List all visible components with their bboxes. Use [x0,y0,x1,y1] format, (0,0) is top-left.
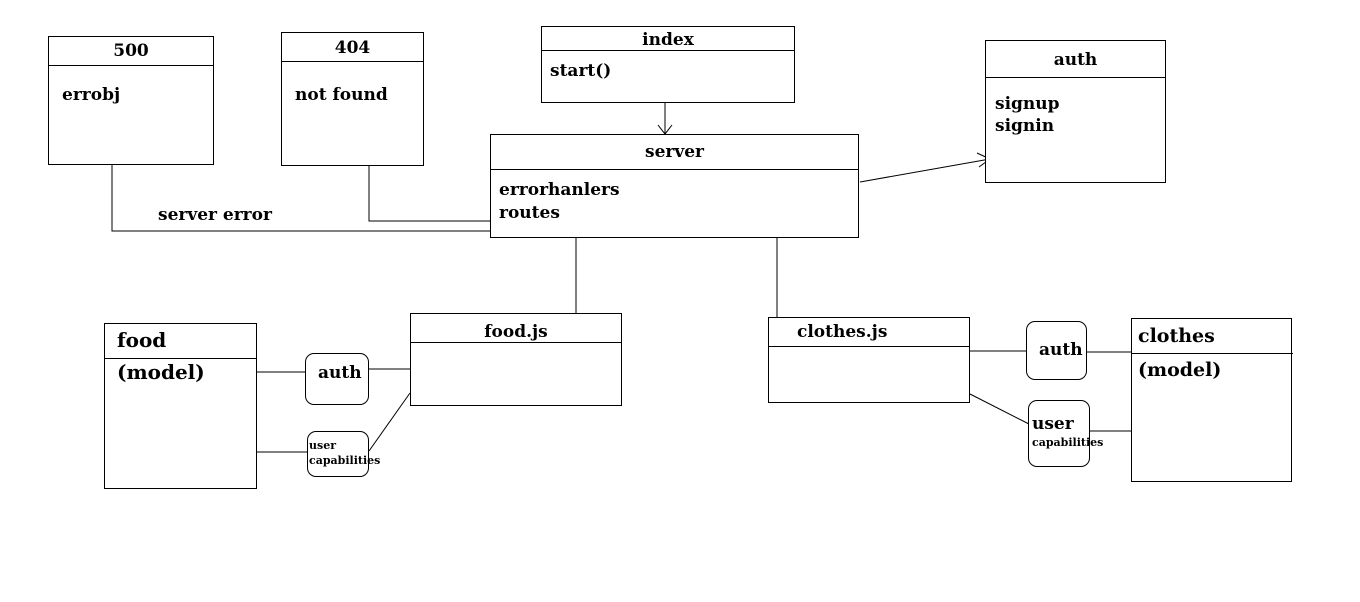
box-server-body-routes: routes [499,203,560,223]
box-auth-body-signin: signin [995,116,1055,136]
box-food-js: food.js [410,313,622,406]
box-auth-body-signup: signup [995,94,1060,114]
box-404-title: 404 [282,33,423,62]
node-food-auth-label: auth [318,363,362,383]
box-auth: auth signup signin [985,40,1166,183]
box-500: 500 errobj [48,36,214,165]
node-clothes-user-label: user [1032,414,1074,434]
box-food-js-title: food.js [411,314,621,343]
node-food-capabilities-label: capabilities [309,454,381,467]
edge-clothesjs-user [969,393,1030,425]
box-food-model-title: food (model) [105,324,256,384]
node-food-user-capabilities: user capabilities [307,431,380,477]
box-clothes-js-title: clothes.js [769,318,969,347]
node-clothes-capabilities-label: capabilities [1032,436,1104,449]
edge-user-foodjs [368,392,411,452]
box-404: 404 not found [281,32,424,166]
box-server: server errorhanlers routes [490,134,859,238]
box-food-model: food (model) [104,323,257,489]
edge-404-server [368,165,490,222]
node-clothes-auth: auth [1026,321,1087,380]
box-clothes-model: clothes (model) [1131,318,1293,482]
box-index-body: start() [550,61,612,81]
label-server-error: server error [158,205,272,225]
node-food-auth: auth [305,353,369,405]
box-server-title: server [491,135,858,170]
box-server-body-errorhandlers: errorhanlers [499,180,620,200]
box-clothes-model-title: clothes (model) [1132,319,1293,381]
node-food-user-label: user [309,439,336,452]
edge-500-server [111,164,490,232]
box-index: index start() [541,26,795,103]
box-500-body: errobj [62,85,121,105]
box-index-title: index [542,27,794,51]
box-500-title: 500 [49,37,213,66]
node-clothes-user-capabilities: user capabilities [1028,400,1103,467]
box-clothes-js: clothes.js [768,317,970,403]
node-clothes-auth-label: auth [1039,340,1083,360]
edge-server-auth [859,158,991,183]
box-auth-title: auth [986,41,1165,78]
box-404-body: not found [295,85,388,105]
